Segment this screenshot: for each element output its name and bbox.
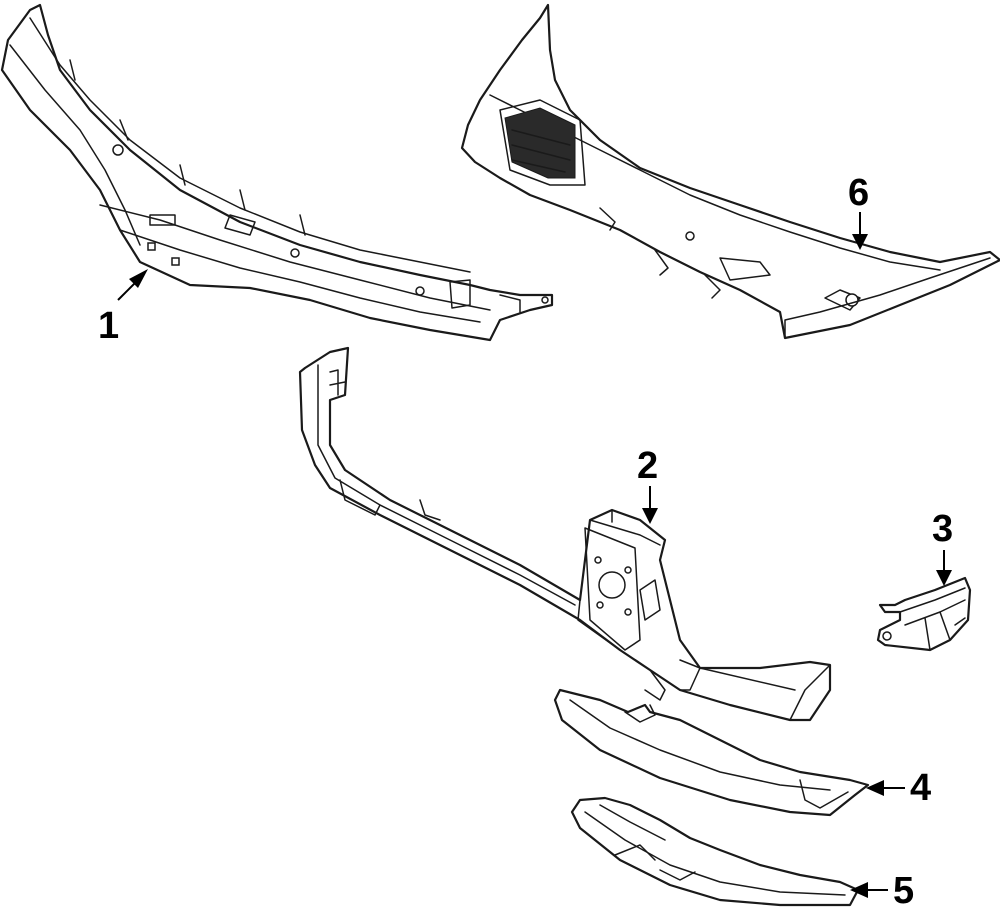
callout-3-label: 3: [932, 508, 953, 550]
callout-5-arrowhead: [850, 882, 868, 898]
callout-4-label: 4: [910, 767, 931, 809]
part-1-upper-panel[interactable]: [0, 3, 554, 342]
callout-2: 2: [637, 445, 658, 524]
callout-4: 4: [866, 767, 931, 809]
callout-2-arrowhead: [642, 508, 658, 524]
callout-5: 5: [850, 870, 914, 912]
callout-4-arrowhead: [866, 780, 884, 796]
callout-6-label: 6: [848, 172, 869, 214]
part-6-cowl-panel[interactable]: [460, 3, 1000, 340]
callout-1: 1: [98, 269, 148, 347]
callout-3: 3: [932, 508, 953, 586]
callout-1-label: 1: [98, 305, 119, 347]
callout-6-arrowhead: [852, 234, 868, 250]
callout-5-label: 5: [893, 870, 914, 912]
callout-6: 6: [848, 172, 869, 250]
part-5-lower-deflector[interactable]: [570, 796, 860, 907]
callout-1-arrowhead: [129, 269, 148, 288]
callout-2-label: 2: [637, 445, 658, 487]
part-4-deflector[interactable]: [553, 688, 870, 817]
callout-3-arrowhead: [936, 570, 952, 586]
part-2-support-frame[interactable]: [298, 346, 832, 722]
part-3-bracket[interactable]: [876, 576, 972, 652]
